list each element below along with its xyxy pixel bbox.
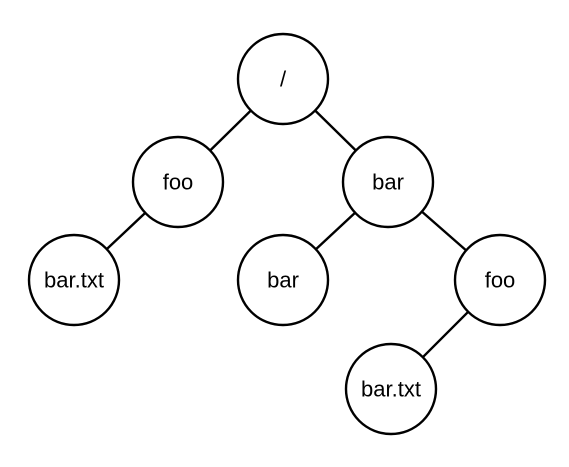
node-circle bbox=[27, 233, 121, 327]
edge-root-to-foo bbox=[209, 109, 252, 152]
edge-root-to-bar bbox=[314, 109, 357, 152]
tree-node-foo: foo bbox=[131, 135, 225, 229]
node-label: foo bbox=[485, 268, 516, 293]
tree-node-bar-bar: bar bbox=[236, 233, 330, 327]
edge-bar-to-bar-bar bbox=[315, 211, 356, 251]
node-circle bbox=[236, 32, 330, 126]
tree-node-bar: bar bbox=[341, 135, 435, 229]
edge-bar-to-bar-foo bbox=[421, 210, 467, 252]
node-label: bar.txt bbox=[44, 268, 104, 293]
tree-node-bar-foo-bar-txt: bar.txt bbox=[344, 342, 438, 436]
tree-nodes: / foo bar bar.txt bar foo bar.txt bbox=[27, 32, 547, 436]
node-label: foo bbox=[163, 170, 194, 195]
node-circle bbox=[341, 135, 435, 229]
node-label: bar bbox=[372, 170, 404, 195]
node-circle bbox=[236, 233, 330, 327]
node-circle bbox=[453, 233, 547, 327]
tree-edges bbox=[105, 109, 470, 359]
tree-node-foo-bar-txt: bar.txt bbox=[27, 233, 121, 327]
edge-bar-foo-to-bar-foo-bar-txt bbox=[421, 310, 470, 359]
node-circle bbox=[344, 342, 438, 436]
tree-node-root: / bbox=[236, 32, 330, 126]
node-label: bar.txt bbox=[361, 377, 421, 402]
node-label: / bbox=[280, 67, 287, 92]
node-circle bbox=[131, 135, 225, 229]
node-label: bar bbox=[267, 268, 299, 293]
tree-node-bar-foo: foo bbox=[453, 233, 547, 327]
edge-foo-to-foo-bar-txt bbox=[105, 211, 147, 251]
